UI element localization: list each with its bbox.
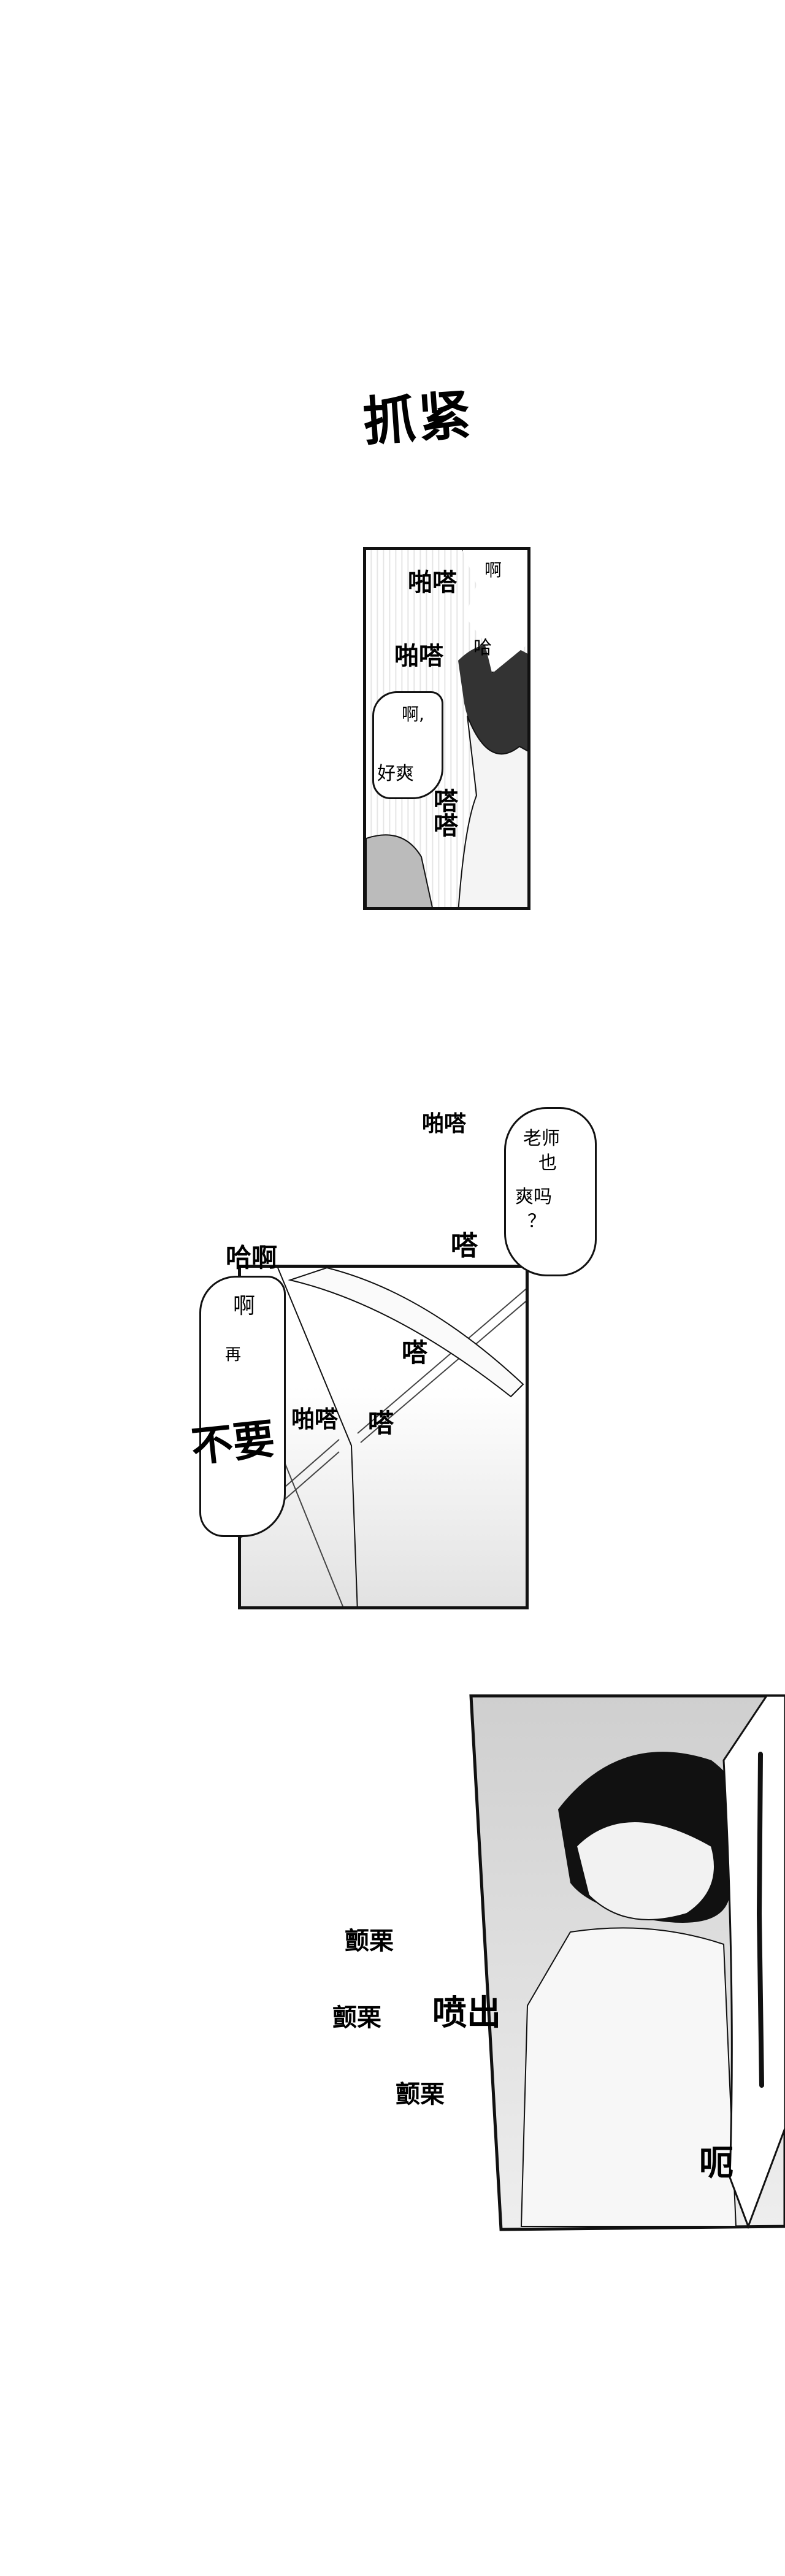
speech-text: 哈啊 — [226, 1243, 278, 1273]
sfx-pata: 啪嗒 — [422, 1111, 467, 1137]
speech-text: 也 — [538, 1152, 557, 1174]
speech-bubble-haoshuang — [372, 691, 443, 799]
manga-panel-2 — [238, 1265, 529, 1609]
speech-text: ？ — [527, 1211, 546, 1232]
speech-text: 不要 — [189, 1415, 277, 1472]
sfx-da: 嗒 — [402, 1338, 428, 1368]
character-illustration — [366, 643, 527, 907]
speech-bubble-buyao — [199, 1276, 286, 1537]
sfx-pata: 啪嗒 — [394, 642, 443, 670]
sfx-da: 嗒 — [451, 1230, 478, 1262]
speech-text: 哈 — [473, 637, 492, 659]
speech-text: 啊 — [484, 560, 502, 580]
speech-text: 好爽 — [377, 763, 414, 784]
speech-text: 呃 — [699, 2144, 733, 2183]
speech-text: 老师 — [523, 1128, 560, 1149]
sfx-tremble: 颤栗 — [345, 1927, 394, 1955]
speech-bubble-teacher — [504, 1107, 597, 1276]
speech-text: 爽吗 — [515, 1186, 552, 1208]
speech-text: 再 — [225, 1346, 242, 1364]
sfx-da: 嗒 — [368, 1408, 394, 1438]
scene-illustration — [241, 1268, 526, 1606]
sfx-tremble: 颤栗 — [332, 2004, 381, 2032]
sfx-pata: 啪嗒 — [291, 1406, 339, 1433]
sfx-pata: 啪嗒 — [408, 569, 457, 597]
speech-text: 啊, — [402, 704, 424, 724]
sfx-dada: 嗒嗒 — [429, 788, 458, 837]
sfx-spurt: 喷出 — [432, 1993, 501, 2033]
manga-panel-3 — [469, 1694, 785, 2231]
sfx-tremble: 颤栗 — [396, 2080, 445, 2109]
speech-text: 啊 — [233, 1294, 256, 1319]
title-sfx: 抓紧 — [361, 384, 476, 454]
manga-panel-1 — [363, 547, 530, 910]
